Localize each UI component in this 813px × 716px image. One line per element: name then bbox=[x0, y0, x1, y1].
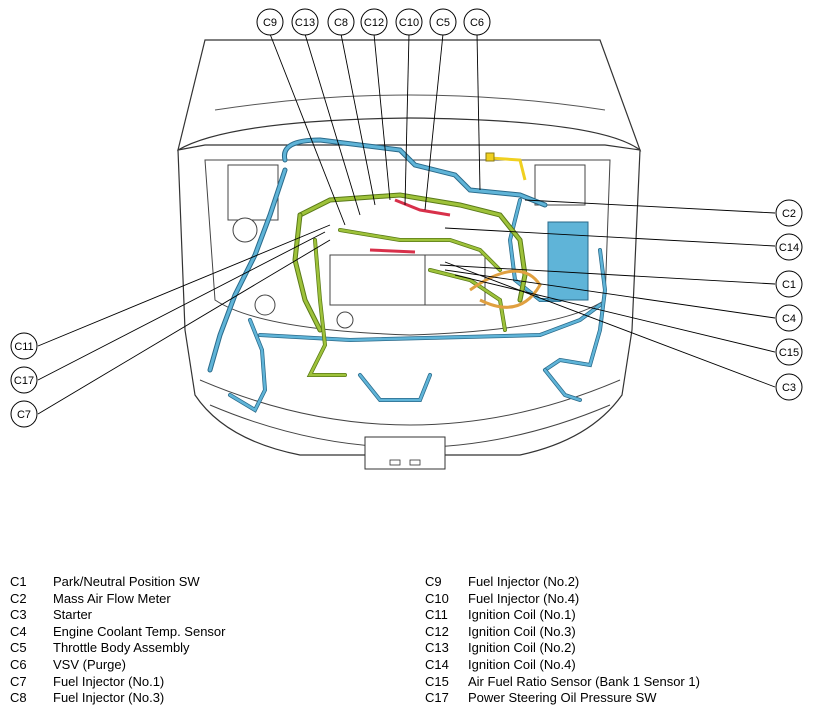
callout-label: C6 bbox=[470, 17, 484, 29]
callout-label: C11 bbox=[14, 341, 33, 353]
callout-label: C12 bbox=[364, 17, 384, 29]
legend-row: C2 Mass Air Flow Meter bbox=[10, 591, 225, 608]
green-harness bbox=[292, 192, 528, 377]
callout-label: C14 bbox=[779, 242, 799, 254]
legend-code: C7 bbox=[10, 673, 27, 689]
legend-name: Fuel Injector (No.1) bbox=[53, 673, 165, 689]
legend-row: C10 Fuel Injector (No.4) bbox=[425, 591, 700, 608]
legend-row: C12 Ignition Coil (No.3) bbox=[425, 624, 700, 641]
callout-C11: C11 bbox=[10, 332, 38, 360]
callout-label: C1 bbox=[782, 279, 796, 291]
callout-label: C17 bbox=[14, 375, 34, 387]
legend-code: C3 bbox=[10, 607, 27, 623]
legend-code: C5 bbox=[10, 640, 27, 656]
fuse-box bbox=[534, 164, 586, 206]
legend-name: Mass Air Flow Meter bbox=[53, 590, 171, 606]
yellow-harness bbox=[485, 152, 527, 181]
legend-row: C9 Fuel Injector (No.2) bbox=[425, 574, 700, 591]
callout-C7: C7 bbox=[10, 400, 38, 428]
legend-right-column: C9 Fuel Injector (No.2) C10 Fuel Injector … bbox=[425, 574, 700, 707]
legend-row: C8 Fuel Injector (No.3) bbox=[10, 690, 225, 707]
legend-row: C17 Power Steering Oil Pressure SW bbox=[425, 690, 700, 707]
callout-label: C10 bbox=[399, 17, 419, 29]
legend-code: C8 bbox=[10, 690, 27, 706]
callout-label: C15 bbox=[779, 347, 799, 359]
callout-C8: C8 bbox=[327, 8, 355, 36]
legend-name: VSV (Purge) bbox=[53, 656, 126, 672]
leader-lines bbox=[37, 33, 776, 415]
legend-code: C13 bbox=[425, 640, 449, 656]
legend-row: C3 Starter bbox=[10, 607, 225, 624]
legend-code: C17 bbox=[425, 690, 449, 706]
engine-compartment-diagram: C9 C13 C8 C12 C10 C5 C6 C2 C14 C1 C4 bbox=[10, 8, 803, 470]
callout-C10: C10 bbox=[395, 8, 423, 36]
legend-code: C4 bbox=[10, 623, 27, 639]
engine-bay-outline bbox=[204, 159, 611, 336]
license-plate bbox=[364, 436, 446, 470]
engine-block bbox=[329, 254, 426, 306]
callout-C5: C5 bbox=[429, 8, 457, 36]
legend-name: Power Steering Oil Pressure SW bbox=[468, 690, 657, 706]
legend-name: Ignition Coil (No.2) bbox=[468, 640, 576, 656]
radiator-cap bbox=[254, 294, 276, 316]
legend-code: C10 bbox=[425, 590, 449, 606]
callout-label: C3 bbox=[782, 382, 796, 394]
callout-label: C4 bbox=[782, 313, 796, 325]
legend-code: C2 bbox=[10, 590, 27, 606]
legend-row: C15 Air Fuel Ratio Sensor (Bank 1 Sensor … bbox=[425, 674, 700, 691]
callout-C3: C3 bbox=[775, 373, 803, 401]
legend-row: C11 Ignition Coil (No.1) bbox=[425, 607, 700, 624]
red-harness bbox=[369, 198, 451, 254]
legend-name: Park/Neutral Position SW bbox=[53, 574, 200, 589]
legend-row: C6 VSV (Purge) bbox=[10, 657, 225, 674]
hood-inner-line bbox=[214, 94, 606, 111]
callout-C13: C13 bbox=[291, 8, 319, 36]
legend-code: C9 bbox=[425, 574, 442, 589]
legend-name: Throttle Body Assembly bbox=[53, 640, 190, 656]
legend-row: C7 Fuel Injector (No.1) bbox=[10, 674, 225, 691]
callout-label: C8 bbox=[334, 17, 348, 29]
legend-name: Fuel Injector (No.2) bbox=[468, 574, 580, 589]
legend-code: C15 bbox=[425, 673, 449, 689]
legend-code: C1 bbox=[10, 574, 27, 589]
legend-name: Fuel Injector (No.3) bbox=[53, 690, 165, 706]
callout-label: C5 bbox=[436, 17, 450, 29]
callout-C12: C12 bbox=[360, 8, 388, 36]
callout-C9: C9 bbox=[256, 8, 284, 36]
callout-C17: C17 bbox=[10, 366, 38, 394]
legend-row: C1 Park/Neutral Position SW bbox=[10, 574, 225, 591]
legend-row: C5 Throttle Body Assembly bbox=[10, 640, 225, 657]
legend-name: Air Fuel Ratio Sensor (Bank 1 Sensor 1) bbox=[468, 673, 700, 689]
legend-code: C6 bbox=[10, 656, 27, 672]
callout-C4: C4 bbox=[775, 304, 803, 332]
callout-C14: C14 bbox=[775, 233, 803, 261]
legend-code: C12 bbox=[425, 623, 449, 639]
callout-C6: C6 bbox=[463, 8, 491, 36]
callout-label: C2 bbox=[782, 208, 796, 220]
callout-label: C13 bbox=[295, 17, 315, 29]
legend-code: C11 bbox=[425, 607, 448, 623]
callout-C2: C2 bbox=[775, 199, 803, 227]
callout-C15: C15 bbox=[775, 338, 803, 366]
legend-name: Starter bbox=[53, 607, 93, 623]
legend-name: Ignition Coil (No.3) bbox=[468, 623, 576, 639]
legend-name: Engine Coolant Temp. Sensor bbox=[53, 623, 226, 639]
callout-label: C9 bbox=[263, 17, 277, 29]
legend-code: C14 bbox=[425, 656, 449, 672]
legend-name: Ignition Coil (No.1) bbox=[468, 607, 576, 623]
callout-label: C7 bbox=[17, 409, 31, 421]
legend-left-column: C1 Park/Neutral Position SW C2 Mass Air Fl… bbox=[10, 574, 225, 707]
legend-row: C14 Ignition Coil (No.4) bbox=[425, 657, 700, 674]
callout-C1: C1 bbox=[775, 270, 803, 298]
legend-name: Fuel Injector (No.4) bbox=[468, 590, 580, 606]
legend-row: C4 Engine Coolant Temp. Sensor bbox=[10, 624, 225, 641]
legend-row: C13 Ignition Coil (No.2) bbox=[425, 640, 700, 657]
orange-harness bbox=[469, 269, 542, 309]
legend-name: Ignition Coil (No.4) bbox=[468, 656, 576, 672]
